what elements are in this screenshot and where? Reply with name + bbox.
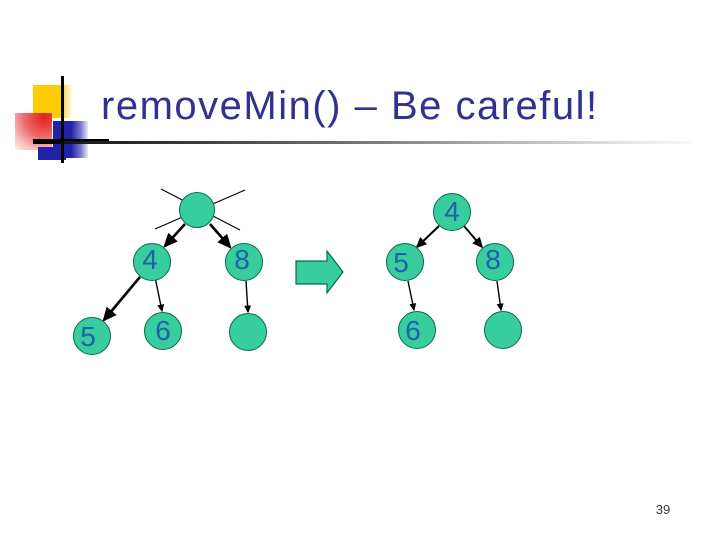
after-tree-root-label: 4	[444, 196, 460, 227]
before-tree-right-child-node: 8	[225, 243, 263, 281]
after-edge-left-to-leftleft	[407, 280, 417, 312]
after-tree-root-node: 4	[433, 193, 471, 231]
before-edge-right-to-rightleft	[244, 280, 252, 314]
before-edge-root-to-right	[209, 223, 232, 249]
slide-title: removeMin() – Be careful!	[101, 84, 599, 128]
before-tree-left-right-node: 6	[144, 312, 182, 350]
before-tree-left-child-label: 4	[142, 244, 158, 275]
after-tree-left-child-label: 5	[393, 247, 409, 278]
after-tree-right-left-node	[484, 311, 522, 349]
before-tree-right-left-node	[229, 313, 267, 351]
deco-yellow-square	[33, 85, 72, 118]
after-tree-left-child-node: 5	[386, 243, 424, 281]
after-edge-root-to-right	[463, 225, 484, 249]
after-tree-left-left-node: 6	[398, 311, 436, 349]
before-tree-root-node	[179, 192, 215, 228]
before-tree-left-left-node: 5	[73, 317, 111, 355]
before-tree-left-child-node: 4	[133, 243, 171, 281]
title-underline	[60, 140, 692, 144]
before-tree-right-child-label: 8	[234, 244, 250, 275]
right-block-arrow-icon	[295, 249, 344, 295]
page-number: 39	[655, 502, 671, 517]
before-tree-left-right-label: 6	[155, 315, 171, 346]
before-tree-left-left-label: 5	[80, 321, 96, 352]
after-tree-left-left-label: 6	[405, 315, 421, 346]
after-tree-right-child-label: 8	[485, 244, 501, 275]
after-edge-root-to-left	[415, 225, 440, 249]
before-edge-left-to-leftleft	[102, 276, 141, 322]
before-edge-left-to-leftright	[154, 276, 165, 313]
deco-red-square	[15, 113, 52, 150]
after-edge-right-to-rightleft	[496, 280, 504, 312]
before-edge-root-to-left	[163, 223, 186, 248]
deco-vertical-line	[61, 76, 64, 163]
after-tree-right-child-node: 8	[476, 243, 514, 281]
